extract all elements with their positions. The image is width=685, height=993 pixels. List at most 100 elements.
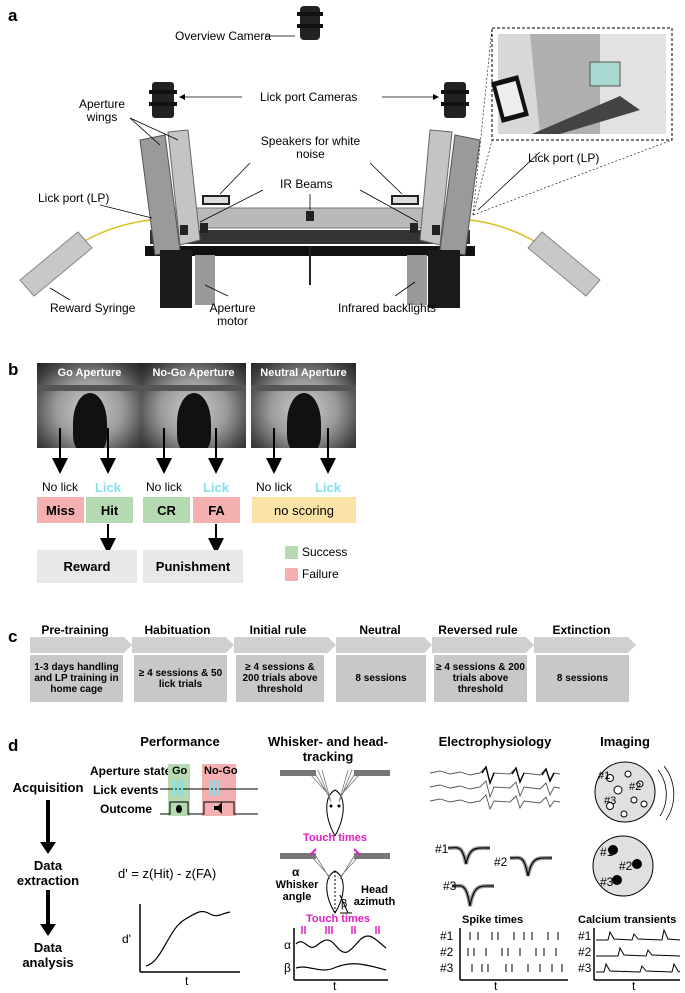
raster-row-1: #1 — [440, 929, 454, 943]
label-nogo: No-Go — [204, 765, 238, 777]
response-neutral-nolick: No lick — [255, 480, 292, 494]
stage-title-neutral: Neutral — [359, 623, 401, 637]
spike-waveforms — [447, 845, 553, 907]
ir-beams-label: IR Beams — [280, 177, 333, 191]
infrared-backlights-label: Infrared backlights — [338, 301, 437, 315]
lick-port-cameras-label: Lick port Cameras — [260, 90, 358, 104]
calcium-row-3: #3 — [578, 961, 592, 975]
spike-times-label: Spike times — [462, 914, 524, 926]
dprime-x-label: t — [185, 974, 189, 988]
calcium-label: Calcium transients — [578, 914, 677, 926]
rig-illustration — [19, 6, 673, 308]
stage-title-extinction: Extinction — [552, 623, 611, 637]
whisker-angle-label: Whisker angle — [275, 879, 319, 903]
reward-syringe-label: Reward Syringe — [50, 301, 136, 315]
aperture-motor-label: Aperture motor — [209, 301, 256, 328]
whisker-top-view — [280, 769, 390, 836]
label-go: Go — [172, 765, 188, 777]
imaging-cell-top-3: #3 — [604, 795, 617, 807]
lick-port-camera-left-icon — [149, 82, 177, 118]
stage-desc-extinction: 8 sessions — [536, 655, 629, 702]
label-aperture-state: Aperture state — [90, 764, 172, 778]
touch-times-top-label: Touch times — [303, 832, 367, 844]
col-performance: Performance — [140, 734, 220, 749]
stage-desc-reversed-rule: ≥ 4 sessions & 200 trials above threshol… — [434, 655, 527, 702]
outcome-cr: CR — [143, 497, 190, 523]
touch-times-plot-label: Touch times — [306, 913, 370, 925]
stage-title-pretraining: Pre-training — [41, 623, 109, 637]
stage-chevron-6 — [534, 637, 636, 653]
consequence-punishment: Punishment — [143, 550, 243, 583]
beta-label: β — [341, 898, 348, 910]
imaging-cell-bottom-2: #2 — [619, 859, 633, 873]
overview-camera-icon — [297, 6, 323, 40]
imaging-x-label: t — [632, 979, 636, 993]
panel-label-a: a — [8, 6, 18, 25]
outcome-fa: FA — [193, 497, 240, 523]
imaging-fov-segmented — [592, 835, 654, 897]
spike-raster — [459, 928, 568, 981]
stage-chevron-4 — [336, 637, 432, 653]
legend-failure-label: Failure — [302, 567, 339, 581]
aperture-wings-label: Aperture wings — [78, 97, 126, 124]
col-tracking: Whisker- and head-tracking — [268, 734, 388, 764]
consequence-reward: Reward — [37, 550, 137, 583]
calcium-traces — [593, 928, 681, 981]
stage-chevron-1 — [30, 637, 132, 653]
outcome-miss: Miss — [37, 497, 84, 523]
imaging-cell-bottom-3: #3 — [600, 875, 614, 889]
raster-row-3: #3 — [440, 961, 454, 975]
response-nogo-lick: Lick — [202, 480, 229, 495]
head-azimuth-label: Head azimuth — [353, 884, 396, 908]
row-extraction: Data extraction — [16, 858, 80, 888]
lick-port-left-label: Lick port (LP) — [38, 191, 110, 205]
row-arrows — [40, 800, 56, 936]
row-analysis: Data analysis — [22, 940, 74, 970]
outcome-hit: Hit — [86, 497, 133, 523]
unit-label-2: #2 — [494, 855, 508, 869]
label-lick-events: Lick events — [93, 783, 159, 797]
raster-row-2: #2 — [440, 945, 454, 959]
go-aperture-title: Go Aperture — [57, 367, 122, 379]
stage-desc-habituation: ≥ 4 sessions & 50 lick trials — [134, 655, 227, 702]
imaging-cell-bottom-1: #1 — [600, 845, 614, 859]
stage-desc-neutral: 8 sessions — [336, 655, 426, 702]
neutral-aperture-photo: Neutral Aperture — [251, 363, 356, 448]
legend-failure-swatch — [285, 568, 298, 581]
alpha-axis-label: α — [284, 938, 291, 952]
lick-port-camera-right-icon — [441, 82, 469, 118]
stage-title-reversed-rule: Reversed rule — [438, 623, 518, 637]
stage-chevron-2 — [132, 637, 234, 653]
panel-label-d: d — [8, 736, 19, 755]
response-nogo-nolick: No lick — [145, 480, 182, 494]
col-ephys: Electrophysiology — [438, 734, 552, 749]
unit-label-3: #3 — [443, 879, 457, 893]
legend-success-swatch — [285, 546, 298, 559]
response-go-nolick: No lick — [41, 480, 78, 494]
calcium-row-1: #1 — [578, 929, 592, 943]
neutral-aperture-title: Neutral Aperture — [260, 367, 347, 379]
stage-desc-pretraining: 1-3 days handling and LP training in hom… — [30, 655, 123, 702]
imaging-cell-top-1: #1 — [598, 770, 611, 782]
beta-axis-label: β — [284, 961, 291, 975]
speakers-label: Speakers for white noise — [260, 134, 361, 161]
dprime-plot — [139, 904, 240, 973]
overview-camera-label: Overview Camera — [175, 29, 272, 43]
performance-timeline — [160, 764, 258, 816]
stage-chevron-3 — [234, 637, 336, 653]
dprime-y-label: d' — [122, 932, 131, 946]
stage-title-initial-rule: Initial rule — [249, 623, 307, 637]
go-aperture-photo: Go Aperture — [37, 363, 142, 448]
col-imaging: Imaging — [600, 734, 650, 749]
imaging-cell-top-2: #2 — [629, 781, 642, 793]
unit-label-1: #1 — [435, 842, 449, 856]
whisker-tracked-view — [280, 848, 390, 914]
response-neutral-lick: Lick — [314, 480, 341, 495]
raw-traces — [430, 765, 560, 810]
ephys-x-label: t — [494, 979, 498, 993]
row-acquisition: Acquisition — [12, 780, 84, 795]
alpha-label: α — [292, 865, 300, 879]
panel-label-b: b — [8, 360, 19, 379]
dprime-formula: d' = z(Hit) - z(FA) — [118, 866, 217, 881]
calcium-row-2: #2 — [578, 945, 592, 959]
